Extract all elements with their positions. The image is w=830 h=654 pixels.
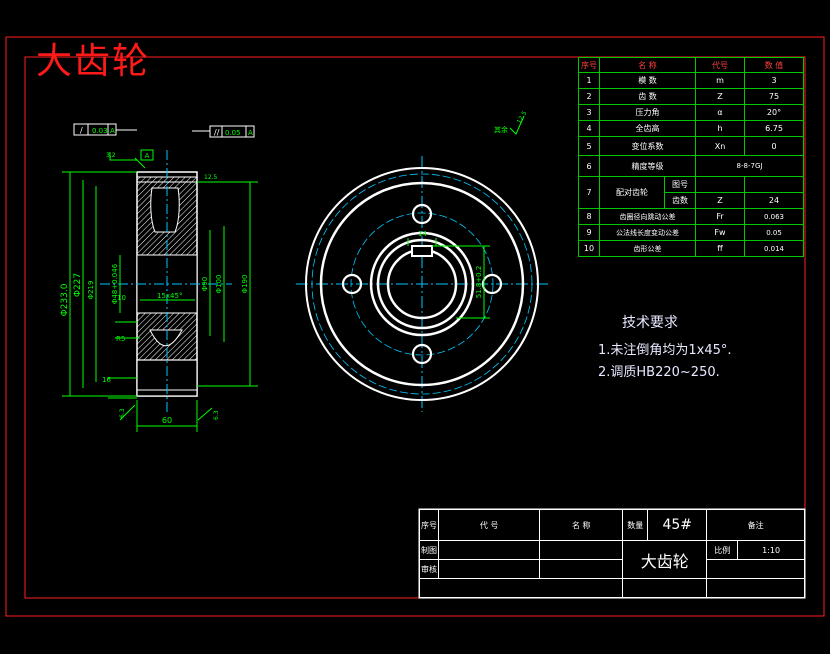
runout-symbol: / <box>80 126 83 135</box>
title-block: 序号 代 号 名 称 数量 45# 备注 制图 大齿轮 比例 1:10 审核 <box>418 509 805 598</box>
rough-lower-right: 6.3 <box>213 410 220 420</box>
table-row: 10 齿形公差 ff 0.014 <box>578 240 804 257</box>
dim-chamfer: 15x45° <box>157 292 182 300</box>
header-no: 序号 <box>578 57 600 73</box>
technical-requirements: 技术要求 1.未注倒角均为1x45°. 2.调质HB220~250. <box>598 312 732 384</box>
table-row: 7 配对齿轮 图号 <box>578 176 804 209</box>
dim-tip-dia: Φ233.0 <box>60 283 70 316</box>
dim-10: 10 <box>117 294 126 302</box>
rough-lower-left: 6.3 <box>119 408 126 418</box>
parallel-value: 0.05 <box>225 129 241 137</box>
title-block-row: 制图 大齿轮 比例 1:10 <box>419 540 805 579</box>
dim-d5: Φ90 <box>201 277 209 291</box>
table-row: 9 公法线长度变动公差 Fw 0.05 <box>578 224 804 241</box>
dim-d6: Φ100 <box>215 275 223 294</box>
rough-upper: 3.2 <box>106 152 116 159</box>
table-row: 3 压力角 α 20° <box>578 104 804 121</box>
front-view: 51.8+0.2 14 其余 12.5 <box>296 110 548 412</box>
table-row: 1 模 数 m 3 <box>578 72 804 89</box>
header-symbol: 代号 <box>695 57 745 73</box>
runout-value: 0.03 <box>92 127 108 135</box>
table-row: 6 精度等级 8-8-7GJ <box>578 155 804 177</box>
header-value: 数 值 <box>744 57 804 73</box>
drawing-title: 大齿轮 <box>36 41 151 82</box>
outer-frame <box>5 36 825 617</box>
tech-heading: 技术要求 <box>622 315 678 331</box>
rest-roughness-label: 其余 <box>494 125 508 134</box>
table-header-row: 序号 名 称 代号 数 值 <box>578 57 804 73</box>
table-row: 8 齿圈径向跳动公差 Fr 0.063 <box>578 208 804 225</box>
dim-r5: R5 <box>116 335 125 343</box>
tech-item: 2.调质HB220~250. <box>598 365 720 380</box>
table-row: 4 全齿高 h 6.75 <box>578 120 804 137</box>
dim-bore: Φ48+0.046 <box>111 263 119 304</box>
inner-frame <box>24 56 806 599</box>
title-block-row: 序号 代 号 名 称 数量 45# 备注 <box>419 509 805 541</box>
dim-d7: Φ190 <box>241 275 249 294</box>
section-view: Φ233.0 Φ227 Φ219 Φ48+0.046 Φ90 Φ100 Φ190… <box>60 123 258 432</box>
table-row: 5 变位系数 Xn 0 <box>578 136 804 156</box>
title-block-row <box>418 578 805 598</box>
material-value: 45# <box>647 509 708 541</box>
rough-top: 12.5 <box>204 174 218 181</box>
dim-pitch-dia: Φ227 <box>73 273 83 297</box>
title-block-row: 审核 <box>419 559 805 579</box>
part-name: 大齿轮 <box>622 540 708 579</box>
dim-d3: Φ219 <box>87 281 95 300</box>
rest-roughness-value: 12.5 <box>516 110 529 125</box>
header-name: 名 称 <box>599 57 696 73</box>
gear-parameter-table: 序号 名 称 代号 数 值 1 模 数 m 3 2 齿 数 Z 75 3 压力角… <box>578 57 804 257</box>
dim-keyway: 51.8+0.2 <box>475 266 483 299</box>
parallel-datum: A <box>248 129 253 137</box>
dim-width: 60 <box>162 416 172 425</box>
tech-item: 1.未注倒角均为1x45°. <box>598 343 732 358</box>
datum-label: A <box>145 152 150 160</box>
parallel-symbol: // <box>214 128 220 137</box>
scale-value: 1:10 <box>737 540 805 560</box>
dim-keyway-width: 14 <box>418 230 427 238</box>
runout-datum: A <box>110 127 115 135</box>
table-row: 2 齿 数 Z 75 <box>578 88 804 105</box>
dim-16: 16 <box>102 376 111 384</box>
